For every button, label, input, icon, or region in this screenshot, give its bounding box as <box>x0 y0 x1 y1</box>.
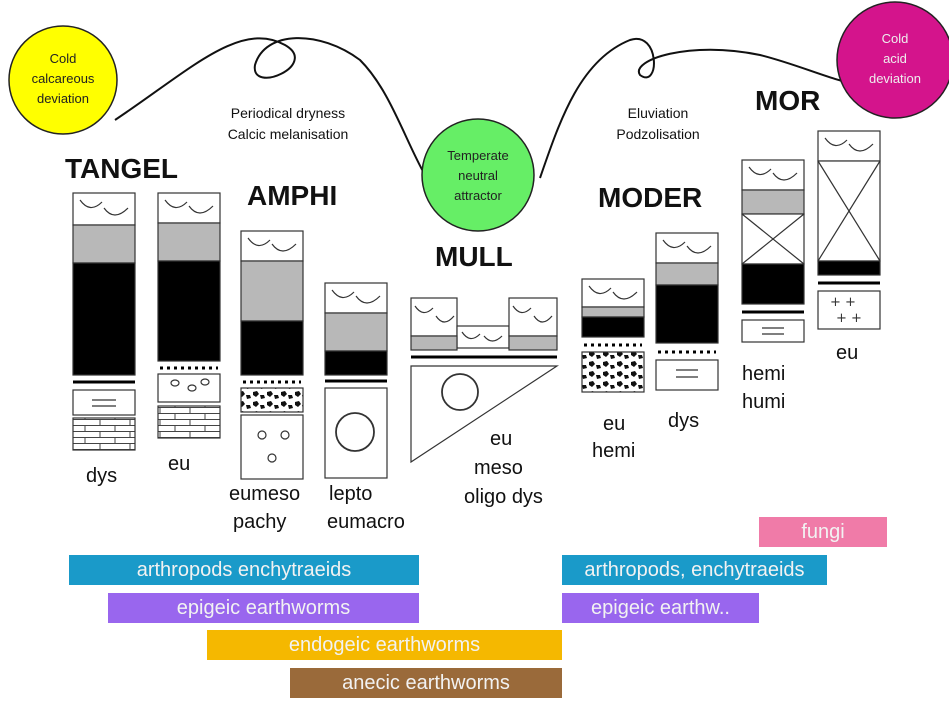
subtype-mor-hemi: hemi <box>742 363 785 385</box>
svg-text:Cold: Cold <box>50 51 77 66</box>
subtype-mull-eu: eu <box>490 428 512 450</box>
heading-mor: MOR <box>755 85 820 116</box>
svg-text:+ +: + + <box>830 295 856 310</box>
temperate-neutral-attractor-circle: Temperate neutral attractor <box>421 118 535 232</box>
svg-text:deviation: deviation <box>869 71 921 86</box>
bar-fungi: fungi <box>759 517 887 547</box>
svg-text:Eluviation: Eluviation <box>628 105 689 121</box>
heading-tangel: TANGEL <box>65 153 178 184</box>
subtype-moder-hemi: hemi <box>592 440 635 462</box>
cold-calcareous-deviation-circle: Cold calcareous deviation <box>8 25 118 135</box>
svg-text:Calcic melanisation: Calcic melanisation <box>228 126 349 142</box>
bar-anecic-earthworms: anecic earthworms <box>290 668 562 698</box>
bar-epigeic-earthworms-left: epigeic earthworms <box>108 593 419 623</box>
subtype-mull-meso: meso <box>474 457 523 479</box>
subtype-mull-oligo-dys: oligo dys <box>464 486 543 508</box>
heading-moder: MODER <box>598 182 702 213</box>
connector-curves <box>114 37 861 179</box>
process-label-right: Eluviation Podzolisation <box>616 105 699 142</box>
svg-text:Periodical dryness: Periodical dryness <box>231 105 345 121</box>
subtype-amphi-pachy: pachy <box>233 511 286 533</box>
svg-text:attractor: attractor <box>454 188 502 203</box>
subtype-tangel-eu: eu <box>168 453 190 475</box>
profile-tangel-eu <box>157 192 221 439</box>
svg-text:Cold: Cold <box>882 31 909 46</box>
bar-arthropods-enchytraeids-left: arthropods enchytraeids <box>69 555 419 585</box>
profile-amphi-lepto-eumacro <box>324 282 388 479</box>
profile-tangel-dys <box>72 192 136 451</box>
subtype-mor-humi: humi <box>742 391 785 413</box>
subtype-amphi-eumeso: eumeso <box>229 483 300 505</box>
subtype-moder-dys: dys <box>668 410 699 432</box>
subtype-amphi-lepto: lepto <box>329 483 372 505</box>
subtype-tangel-dys: dys <box>86 465 117 487</box>
svg-text:+ +: + + <box>836 311 862 326</box>
profile-moder-eu-hemi <box>581 278 645 393</box>
subtype-amphi-eumacro: eumacro <box>327 511 405 533</box>
process-label-left: Periodical dryness Calcic melanisation <box>228 105 349 142</box>
profile-mull <box>410 297 560 464</box>
profile-amphi-eumeso-pachy <box>240 230 304 480</box>
bar-epigeic-earthworms-right: epigeic earthw.. <box>562 593 759 623</box>
svg-text:calcareous: calcareous <box>32 71 95 86</box>
profile-mor-eu: + + + + <box>817 130 881 330</box>
subtype-mor-eu: eu <box>836 342 858 364</box>
heading-mull: MULL <box>435 241 513 272</box>
subtype-moder-eu: eu <box>603 413 625 435</box>
cold-acid-deviation-circle: Cold acid deviation <box>836 1 949 119</box>
svg-text:deviation: deviation <box>37 91 89 106</box>
profile-mor-hemi-humi <box>741 159 805 343</box>
bar-endogeic-earthworms: endogeic earthworms <box>207 630 562 660</box>
profile-moder-dys <box>655 232 719 391</box>
bar-arthropods-enchytraeids-right: arthropods, enchytraeids <box>562 555 827 585</box>
heading-amphi: AMPHI <box>247 180 337 211</box>
svg-text:acid: acid <box>883 51 907 66</box>
svg-text:Temperate: Temperate <box>447 148 508 163</box>
svg-text:Podzolisation: Podzolisation <box>616 126 699 142</box>
svg-text:neutral: neutral <box>458 168 498 183</box>
